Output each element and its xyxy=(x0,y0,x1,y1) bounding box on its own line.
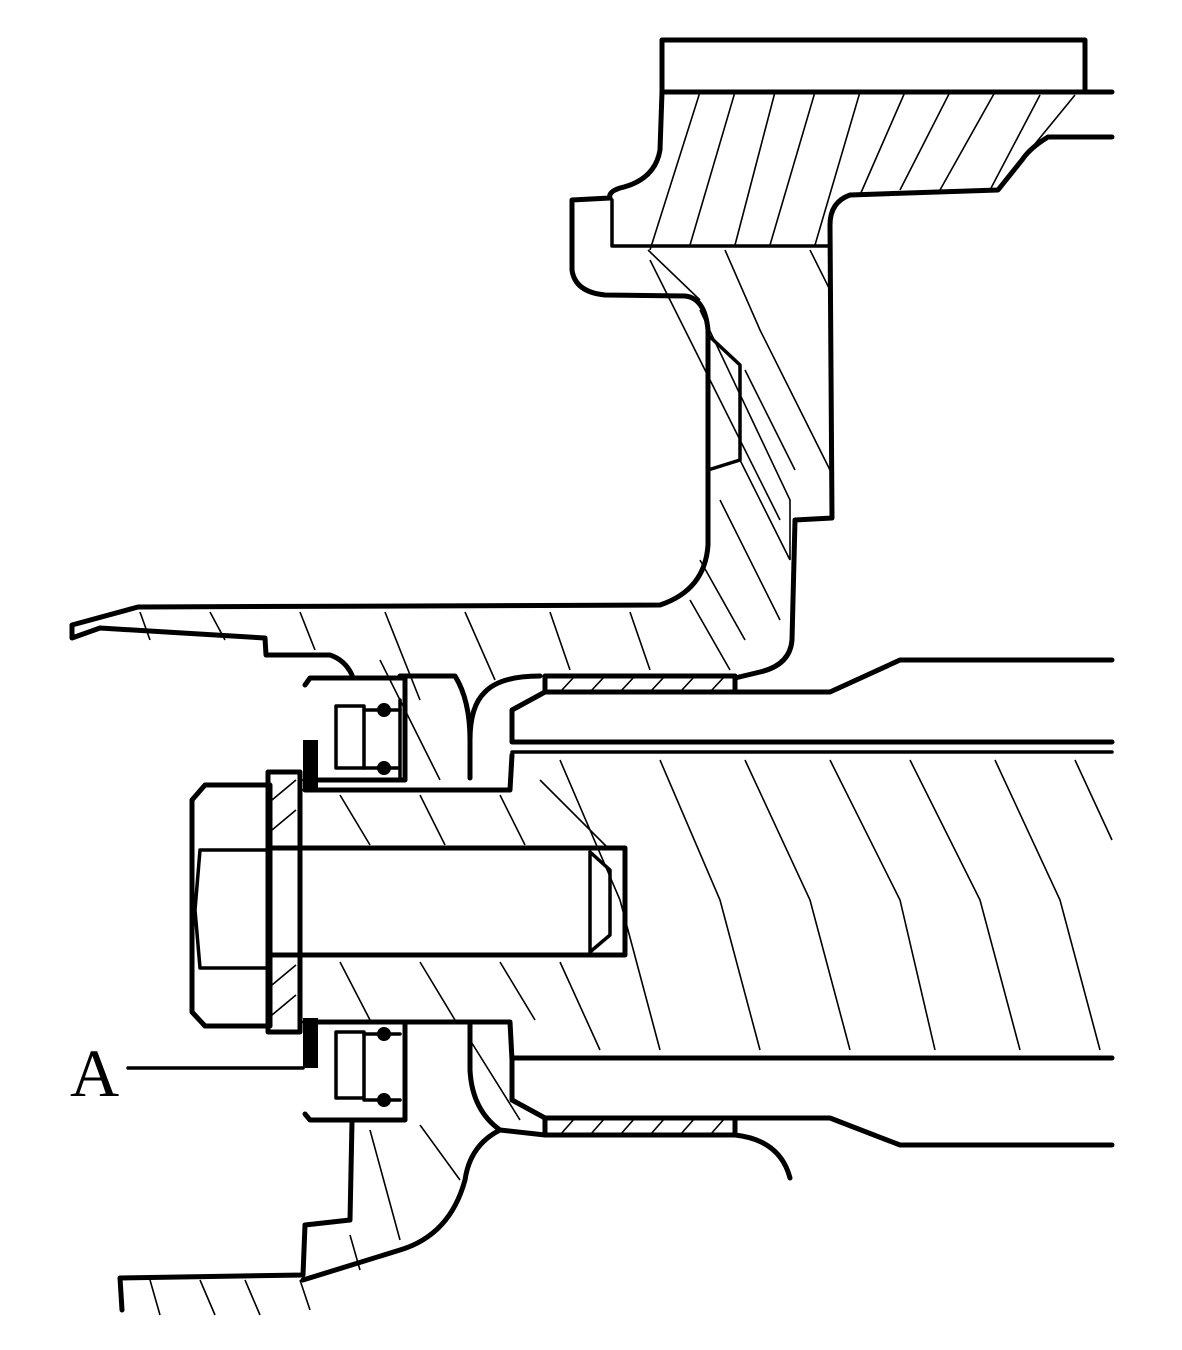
top-flange-plate xyxy=(659,37,1115,95)
main-shaft xyxy=(302,752,1115,1063)
upper-seal-assembly xyxy=(302,675,408,783)
upper-bushing xyxy=(542,673,738,695)
upper-sleeve xyxy=(509,657,1115,754)
bolt xyxy=(189,782,628,1029)
upper-housing xyxy=(69,89,1115,781)
callout-label: A xyxy=(70,1035,119,1111)
callout-a: A xyxy=(70,1035,305,1111)
lower-bushing xyxy=(542,1115,738,1138)
lower-seal-assembly xyxy=(302,1019,408,1123)
lower-sleeve xyxy=(509,1055,1115,1181)
lower-housing xyxy=(117,1019,548,1316)
washer xyxy=(265,740,318,1068)
